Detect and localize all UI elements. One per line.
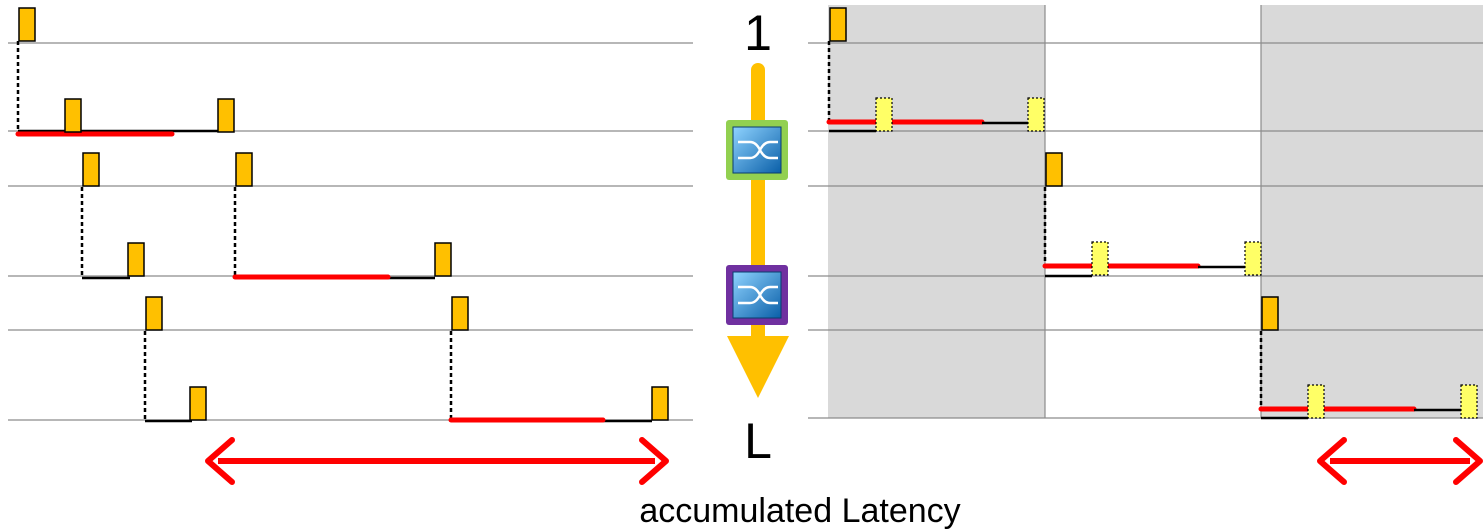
packet: [145, 296, 163, 331]
caption: accumulated Latency: [639, 492, 960, 530]
left-packets: [18, 7, 669, 421]
shaded-cycle-1: [828, 5, 1045, 418]
packet: [451, 296, 469, 331]
scheduled-slot: [1460, 384, 1478, 419]
scheduled-slot: [1244, 241, 1262, 276]
packet: [235, 152, 253, 187]
right-grid: [808, 42, 1483, 419]
packet: [64, 98, 82, 133]
left-grid: [8, 42, 693, 421]
packet: [217, 98, 235, 133]
bottom-label: L: [744, 413, 772, 469]
scheduled-slot: [1307, 384, 1325, 419]
scheduled-slot: [1027, 97, 1045, 132]
packet: [18, 7, 36, 42]
packet: [829, 7, 847, 42]
packet: [1261, 296, 1279, 331]
right-traces: [826, 41, 1461, 420]
shaded-cycle-3: [1261, 5, 1483, 418]
packet: [434, 242, 452, 277]
down-arrow-icon: [727, 63, 789, 398]
packet: [127, 242, 145, 277]
right-scheduled-slots: [875, 97, 1478, 419]
scheduled-slot: [875, 97, 893, 132]
double-headed-arrow-icon: [205, 437, 669, 485]
network-switch-icon: [726, 265, 788, 325]
packet: [1045, 152, 1063, 187]
top-label: 1: [744, 5, 772, 61]
network-switch-icon: [726, 120, 788, 180]
left-traces: [15, 41, 652, 423]
scheduled-slot: [1091, 241, 1109, 276]
packet: [651, 386, 669, 421]
packet: [82, 152, 100, 187]
double-headed-arrow-icon: [1317, 437, 1483, 485]
cycle-shading: [828, 5, 1483, 418]
packet: [189, 386, 207, 421]
right-packets: [829, 7, 1279, 331]
